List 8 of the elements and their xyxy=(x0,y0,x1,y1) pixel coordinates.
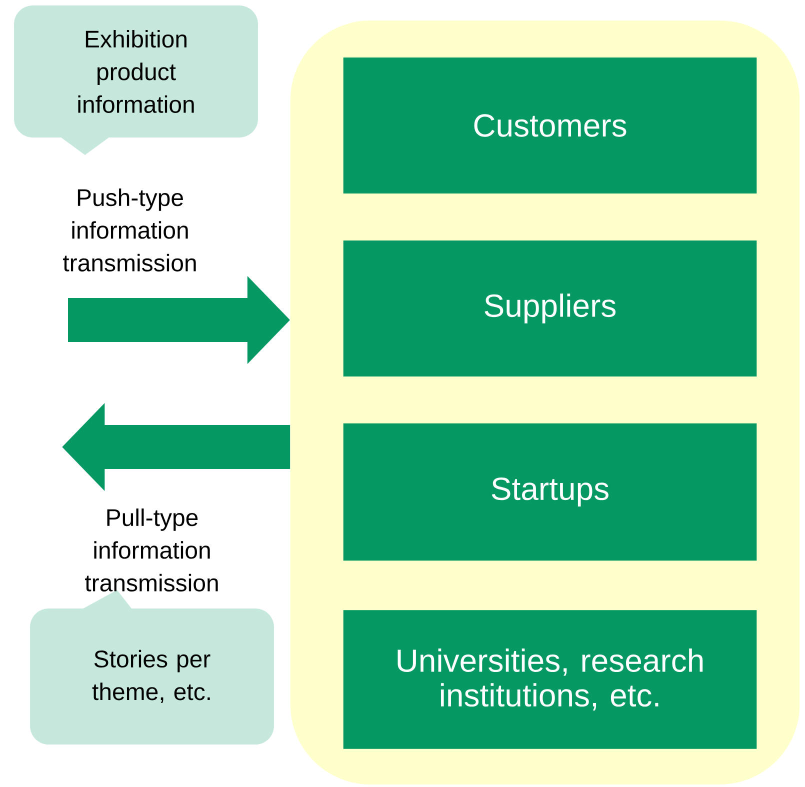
category-box: Suppliers xyxy=(343,240,757,376)
speech-bubble: Exhibition product information xyxy=(14,6,258,155)
category-box: Customers xyxy=(343,58,757,194)
category-box: Startups xyxy=(343,423,757,561)
edge-label: Push-type information transmission xyxy=(63,188,196,272)
edge-label: Pull-type information transmission xyxy=(85,508,218,592)
speech-bubble: Stories per theme, etc. xyxy=(30,590,274,744)
category-box: Universities, research institutions, etc. xyxy=(343,610,757,749)
